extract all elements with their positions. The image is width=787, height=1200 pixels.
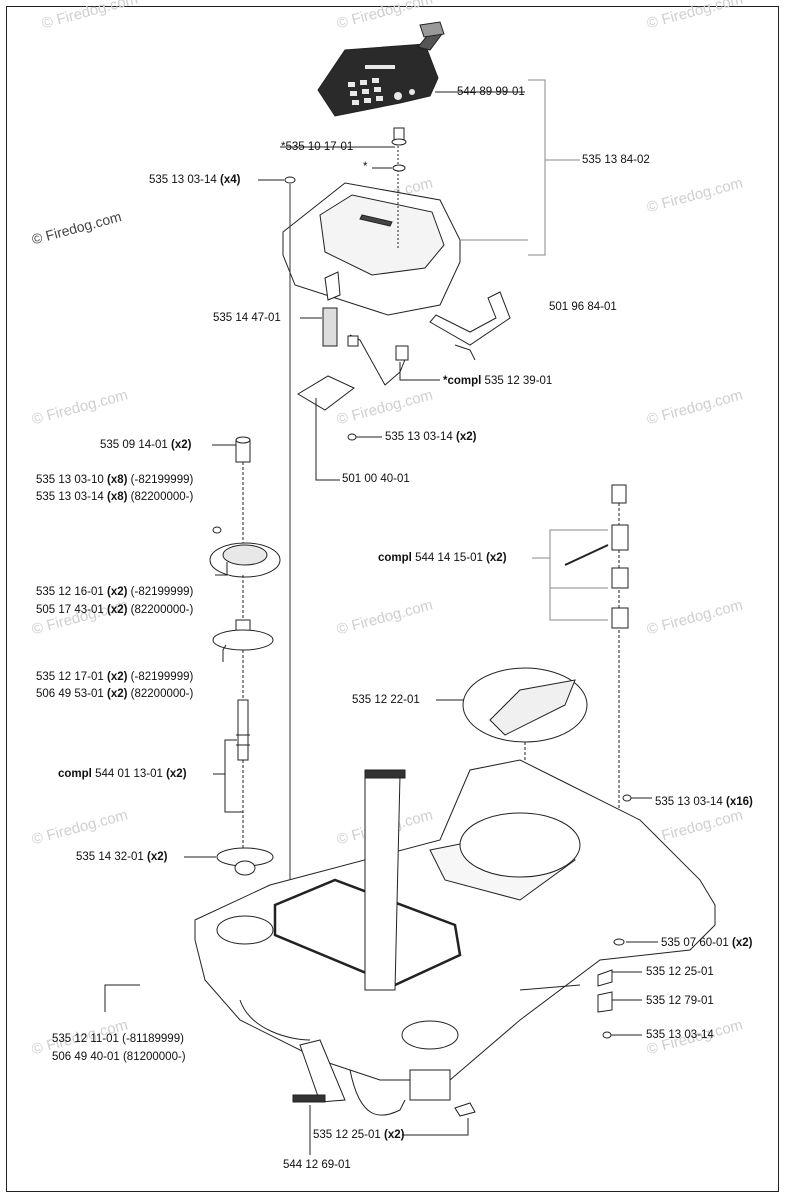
label-pad: 535 14 47-01 [213,312,281,324]
small-parts [402,794,658,1136]
label-screw-single: 535 13 03-14 [646,1029,714,1041]
screw-x4 [284,176,296,940]
label-clamp: 535 12 79-01 [646,995,714,1007]
label-compl-1415: compl 544 14 15-01 (x2) [378,552,507,564]
switch-part [347,334,440,386]
label-screw-x4: 535 13 03-14 (x4) [149,174,241,186]
label-board: 501 00 40-01 [342,473,410,485]
label-collar: 535 14 32-01 (x2) [76,851,168,863]
label-chassis-b: 506 49 40-01 (81200000-) [52,1051,186,1063]
label-cap-a: 535 12 17-01 (x2) (-82199999) [36,671,194,683]
label-plate-b: 505 17 43-01 (x2) (82200000-) [36,604,194,616]
label-spacer: 535 09 14-01 (x2) [100,439,192,451]
leader-line [213,739,243,813]
label-hatch: 535 12 22-01 [352,694,420,706]
label-keypad-overlay: 544 89 99-01 [457,86,525,98]
label-cover-assembly: 535 13 84-02 [582,154,650,166]
label-switch: *compl 535 12 39-01 [443,375,553,387]
label-screw-x16: 535 13 03-14 (x16) [655,796,753,808]
pad-part [322,271,341,347]
keypad-overlay [317,21,445,117]
left-component-stack [209,436,281,876]
label-clip-a: 535 12 25-01 [646,966,714,978]
hatch-cover [462,667,588,845]
bracket-line [460,79,580,256]
label-knob: *535 10 17-01 [281,141,354,153]
label-washer: 535 07 60-01 (x2) [661,937,753,949]
screw-x2-small [347,433,382,441]
bracket-part [429,291,511,361]
knob [391,127,407,172]
label-cable: 544 12 69-01 [283,1159,351,1171]
label-screw-x2: 535 13 03-14 (x2) [385,431,477,443]
cover-assembly [282,146,461,316]
label-chassis-a: 535 12 11-01 (-81189999) [52,1033,184,1045]
label-compl-0113: compl 544 01 13-01 (x2) [58,768,187,780]
label-screw-1010: 535 13 03-10 (x8) (-82199999) [36,474,194,486]
leader-line [104,984,140,1012]
label-clip-b: 535 12 25-01 (x2) [313,1129,405,1141]
label-cap-b: 506 49 53-01 (x2) (82200000-) [36,688,194,700]
label-star: * [363,161,368,173]
board-part [297,375,355,481]
chassis [194,759,716,1116]
label-screw-1014: 535 13 03-14 (x8) (82200000-) [36,491,194,503]
leader-line [215,562,228,576]
leader-line [222,644,227,662]
label-plate-a: 535 12 16-01 (x2) (-82199999) [36,586,194,598]
bracket-line [532,529,608,621]
right-component-stack [564,484,629,920]
label-bracket: 501 96 84-01 [549,301,617,313]
